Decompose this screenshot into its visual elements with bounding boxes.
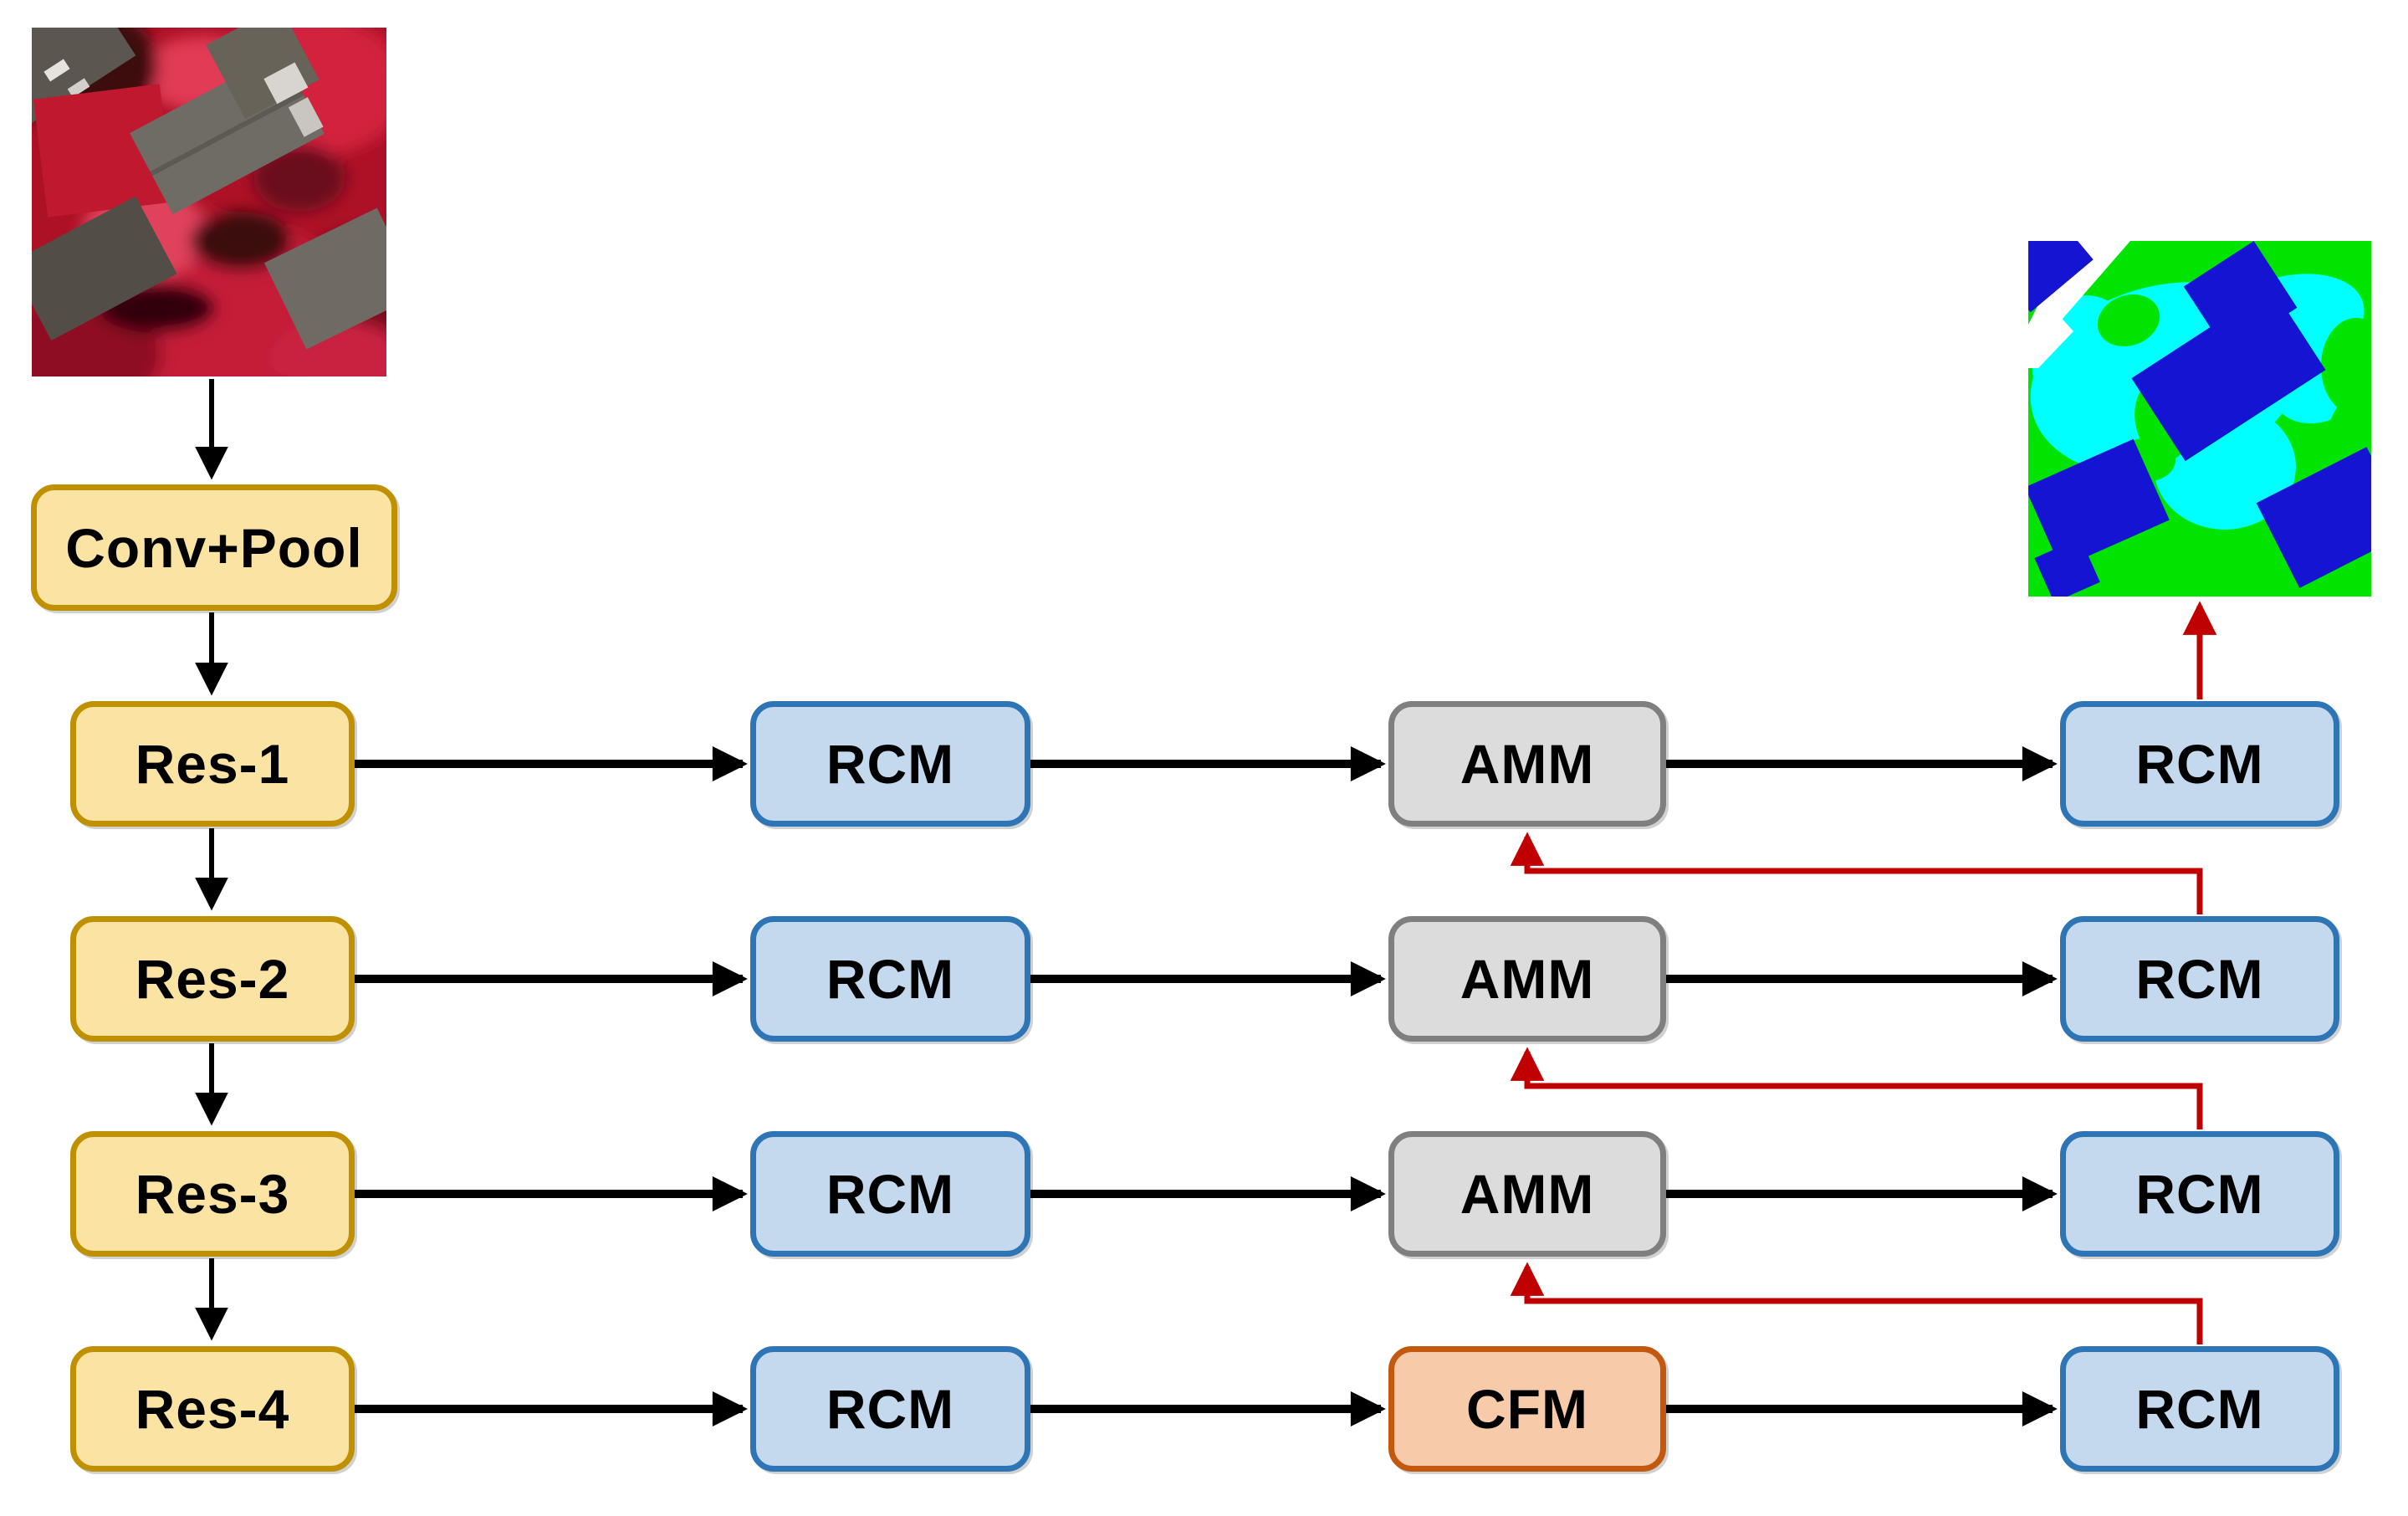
building-roof-bottom-left — [32, 196, 177, 341]
building-roof-center — [130, 28, 325, 215]
output-segmentation-image — [2028, 241, 2371, 597]
node-res-3: Res-3 — [70, 1131, 355, 1257]
skip-arrow-rcm3-to-amm2 — [1510, 1047, 2203, 1129]
node-rcm-in-2: RCM — [750, 916, 1030, 1042]
node-rcm-in-3: RCM — [750, 1131, 1030, 1257]
node-rcm-out-2: RCM — [2060, 916, 2339, 1042]
node-res-2: Res-2 — [70, 916, 355, 1042]
car-white — [43, 59, 70, 82]
node-rcm-out-1: RCM — [2060, 701, 2339, 827]
node-cfm: CFM — [1388, 1346, 1666, 1472]
red-courtyard — [33, 84, 175, 218]
node-res-1: Res-1 — [70, 701, 355, 827]
node-rcm-out-3: RCM — [2060, 1131, 2339, 1257]
building-roof-top-left — [32, 28, 136, 126]
node-rcm-out-4: RCM — [2060, 1346, 2339, 1472]
node-conv-pool: Conv+Pool — [31, 484, 397, 611]
seg-class-buildings — [2028, 241, 2371, 597]
node-amm-1: AMM — [1388, 701, 1666, 827]
node-rcm-in-4: RCM — [750, 1346, 1030, 1472]
skip-arrow-rcm2-to-amm1 — [1510, 832, 2203, 914]
node-res-4: Res-4 — [70, 1346, 355, 1472]
node-amm-3: AMM — [1388, 1131, 1666, 1257]
input-aerial-image — [32, 28, 386, 376]
building-roof-bottom-right — [263, 207, 386, 350]
node-rcm-in-1: RCM — [750, 701, 1030, 827]
car-white-2 — [67, 78, 90, 98]
node-amm-2: AMM — [1388, 916, 1666, 1042]
seg-class-clutter — [2028, 241, 2130, 368]
skip-arrow-rcm4-to-amm3 — [1510, 1262, 2203, 1344]
